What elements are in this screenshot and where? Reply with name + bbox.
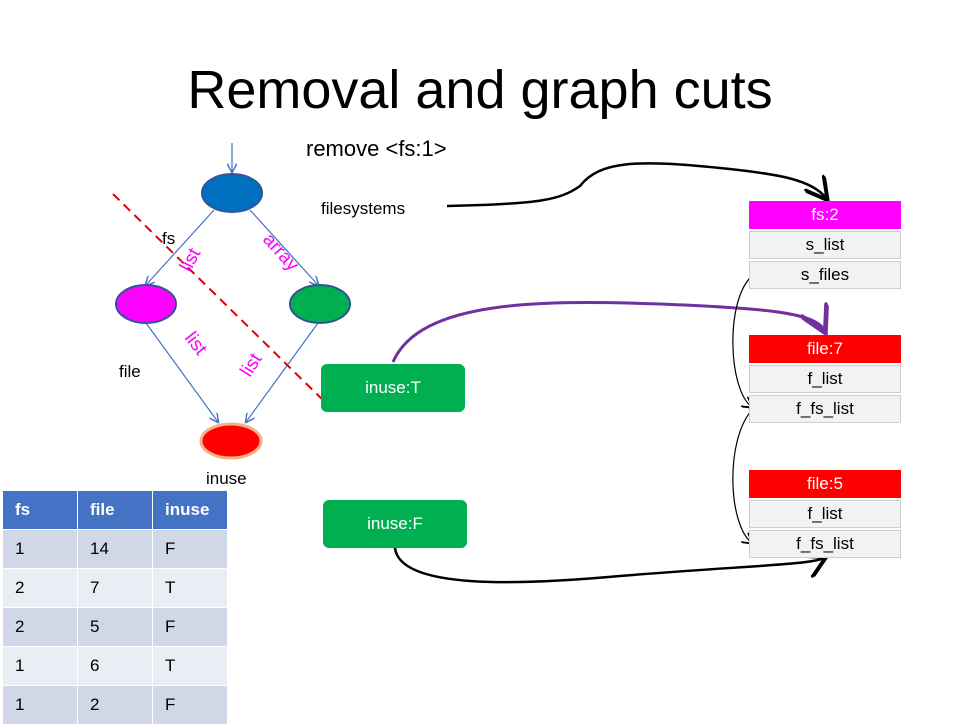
edge-right-bottom xyxy=(246,322,319,422)
inuse-false-node: inuse:F xyxy=(323,500,467,548)
table-cell: 1 xyxy=(2,646,78,686)
record-file5-field: f_list xyxy=(749,500,901,528)
edge-top-left xyxy=(146,209,215,285)
table-cell: 7 xyxy=(77,568,153,608)
node-inuse xyxy=(199,422,263,460)
table-cell: F xyxy=(152,529,228,569)
table-row: 1 6 T xyxy=(2,646,228,686)
table-cell: 2 xyxy=(2,568,78,608)
inuse-true-node: inuse:T xyxy=(321,364,465,412)
table-cell: F xyxy=(152,607,228,647)
edge-label-list-top: list xyxy=(176,244,206,275)
slide-title: Removal and graph cuts xyxy=(187,60,773,120)
node-label-file: file xyxy=(119,362,141,381)
node-fs-root xyxy=(201,173,263,213)
table-cell: T xyxy=(152,646,228,686)
inuse-false-arrow xyxy=(393,547,824,584)
table-header-cell: inuse xyxy=(152,490,228,530)
filesystems-label: filesystems xyxy=(321,199,405,218)
node-fs xyxy=(115,284,177,324)
f-fs-list-link-arc xyxy=(732,409,752,543)
edge-label-array: array xyxy=(258,229,303,276)
record-file7-head: file:7 xyxy=(749,335,901,363)
record-fs2-field: s_list xyxy=(749,231,901,259)
node-label-fs: fs xyxy=(162,229,175,248)
record-file7-field: f_list xyxy=(749,365,901,393)
table-cell: 1 xyxy=(2,529,78,569)
edge-top-right xyxy=(249,209,318,285)
inuse-true-arrow xyxy=(391,301,824,363)
record-fs2-field: s_files xyxy=(749,261,901,289)
table-cell: F xyxy=(152,685,228,725)
node-array xyxy=(289,284,351,324)
edge-label-list-right: list xyxy=(236,349,266,380)
table-cell: 1 xyxy=(2,685,78,725)
remove-command: remove <fs:1> xyxy=(306,136,447,161)
record-file5-head: file:5 xyxy=(749,470,901,498)
record-file5-field: f_fs_list xyxy=(749,530,901,558)
table-header-cell: fs xyxy=(2,490,78,530)
table-cell: 14 xyxy=(77,529,153,569)
graph-cut-line xyxy=(112,193,329,406)
table-header-row: fs file inuse xyxy=(2,490,228,530)
table-cell: 2 xyxy=(2,607,78,647)
edge-label-list-left: list xyxy=(180,328,211,360)
filesystems-arrow xyxy=(446,162,826,208)
s-files-link-arc xyxy=(732,275,752,407)
table-row: 2 7 T xyxy=(2,568,228,608)
table-cell: 2 xyxy=(77,685,153,725)
table-row: 2 5 F xyxy=(2,607,228,647)
edge-left-bottom xyxy=(145,322,218,422)
node-label-inuse: inuse xyxy=(206,469,247,488)
table-cell: 6 xyxy=(77,646,153,686)
relation-table: fs file inuse 1 14 F 2 7 T 2 5 F 1 6 T 1… xyxy=(2,490,228,725)
table-row: 1 2 F xyxy=(2,685,228,725)
record-file7-field: f_fs_list xyxy=(749,395,901,423)
table-header-cell: file xyxy=(77,490,153,530)
table-row: 1 14 F xyxy=(2,529,228,569)
table-cell: 5 xyxy=(77,607,153,647)
table-cell: T xyxy=(152,568,228,608)
record-fs2-head: fs:2 xyxy=(749,201,901,229)
